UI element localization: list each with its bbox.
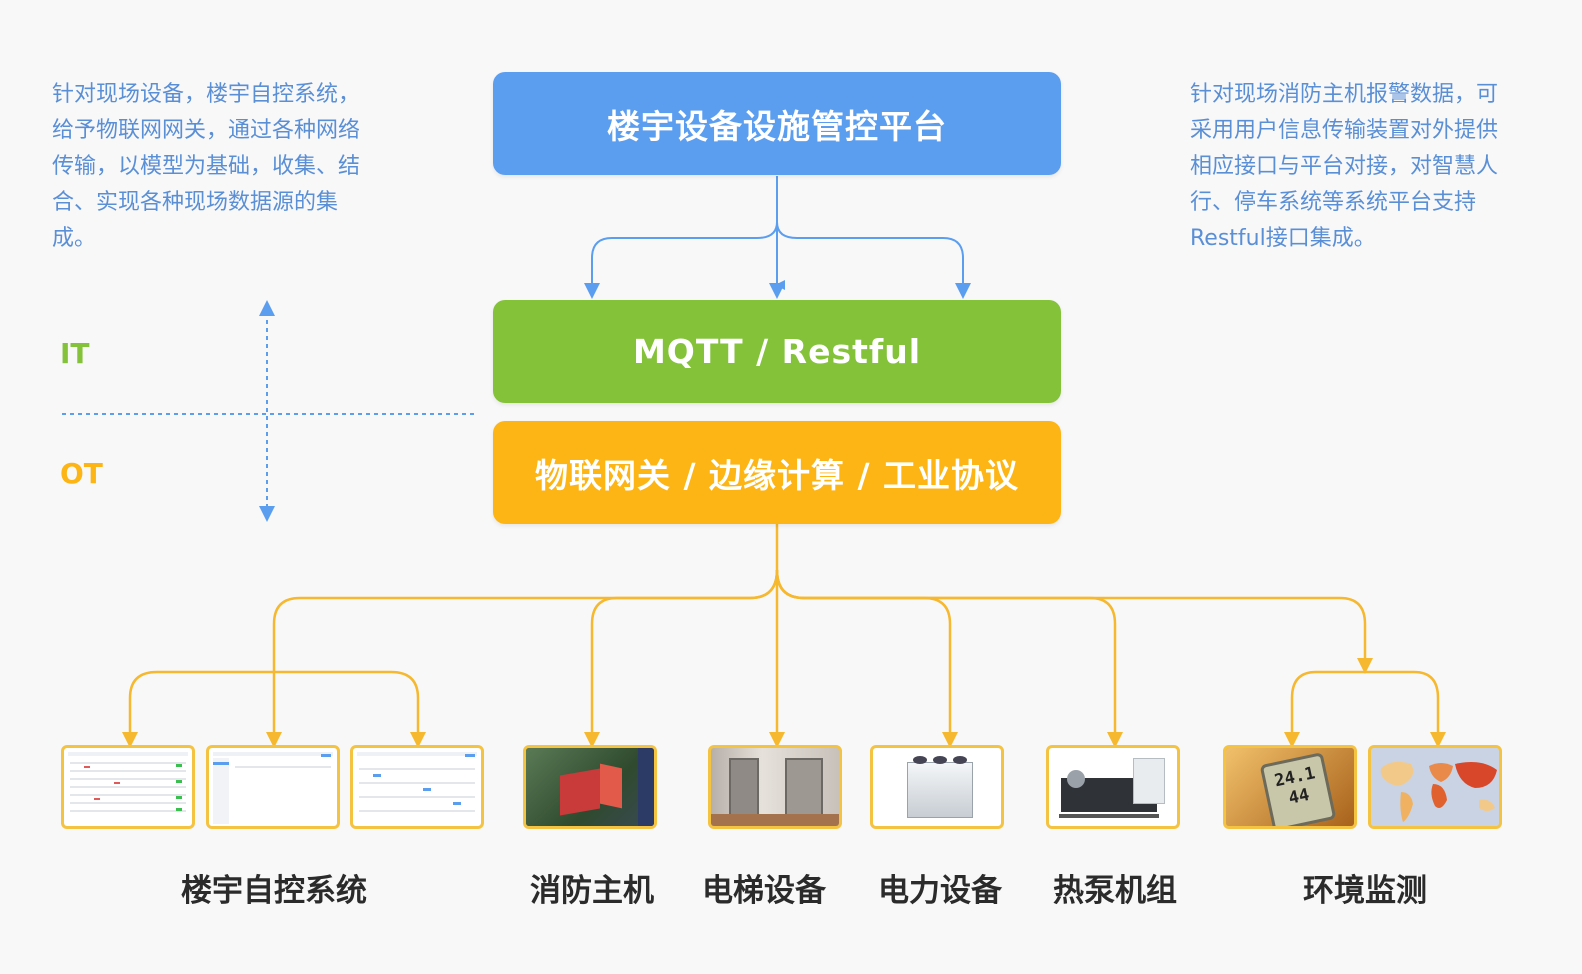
category-environment: 环境监测: [1303, 873, 1427, 909]
gateway-box: 物联网关 / 边缘计算 / 工业协议: [493, 421, 1061, 524]
world-map-icon: [1371, 748, 1499, 826]
thermometer-display-icon: 24.1 44: [1259, 752, 1337, 826]
arrow-down-icon: [259, 506, 275, 522]
elevator-door-icon: [729, 758, 759, 824]
category-elevator: 电梯设备: [702, 873, 826, 909]
left-note: 针对现场设备，楼宇自控系统， 给予物联网网关，通过各种网络 传输，以模型为基础，…: [52, 82, 361, 251]
protocol-box: MQTT / Restful: [493, 300, 1061, 403]
gateway-label: 物联网关 / 边缘计算 / 工业协议: [534, 455, 1020, 495]
blue-connectors: [591, 176, 964, 290]
elevator-photo: [708, 745, 842, 829]
orange-branch-bas-left: [128, 670, 274, 738]
orange-branch-env-left: [1290, 670, 1365, 738]
orange-branch-bas: [272, 569, 779, 738]
building-icon: [560, 768, 600, 816]
heat-pump-photo: [1046, 745, 1180, 829]
right-note: 针对现场消防主机报警数据，可 采用用户信息传输装置对外提供 相应接口与平台对接，…: [1190, 82, 1499, 251]
bas-screenshot-1: [61, 745, 195, 829]
orange-branch-env: [775, 569, 1367, 660]
category-bas: 楼宇自控系统: [181, 873, 367, 909]
fire-system-3d-view: [523, 745, 657, 829]
blue-connector-right: [776, 221, 964, 285]
it-label: IT: [60, 337, 90, 370]
arrow-up-icon: [259, 300, 275, 316]
platform-label: 楼宇设备设施管控平台: [607, 106, 947, 146]
platform-box: 楼宇设备设施管控平台: [493, 72, 1061, 175]
thermometer-photo: 24.1 44: [1223, 745, 1357, 829]
power-equipment-photo: [870, 745, 1004, 829]
world-heatmap: [1368, 745, 1502, 829]
ot-label: OT: [60, 457, 103, 490]
blue-arrow-right: [955, 283, 971, 299]
orange-branch-heatpump: [775, 569, 1117, 738]
category-power: 电力设备: [878, 873, 1002, 909]
bas-screenshot-3: [350, 745, 484, 829]
power-unit-icon: [907, 762, 973, 818]
blue-arrow-center: [769, 283, 785, 299]
orange-connectors: [128, 524, 1440, 738]
bas-screenshot-2: [206, 745, 340, 829]
blue-arrowheads: [584, 283, 971, 299]
protocol-label: MQTT / Restful: [632, 332, 922, 371]
category-fire-host: 消防主机: [530, 873, 654, 909]
orange-branch-bas-right: [274, 670, 420, 738]
orange-branch-power: [775, 569, 952, 738]
category-heat-pump: 热泵机组: [1053, 873, 1177, 909]
blue-arrow-left: [584, 283, 600, 299]
it-ot-divider: [62, 312, 475, 508]
orange-arrowheads: [122, 658, 1446, 748]
orange-branch-fire: [590, 569, 779, 738]
orange-branch-env-right: [1365, 670, 1440, 738]
blue-connector-left: [591, 221, 778, 285]
